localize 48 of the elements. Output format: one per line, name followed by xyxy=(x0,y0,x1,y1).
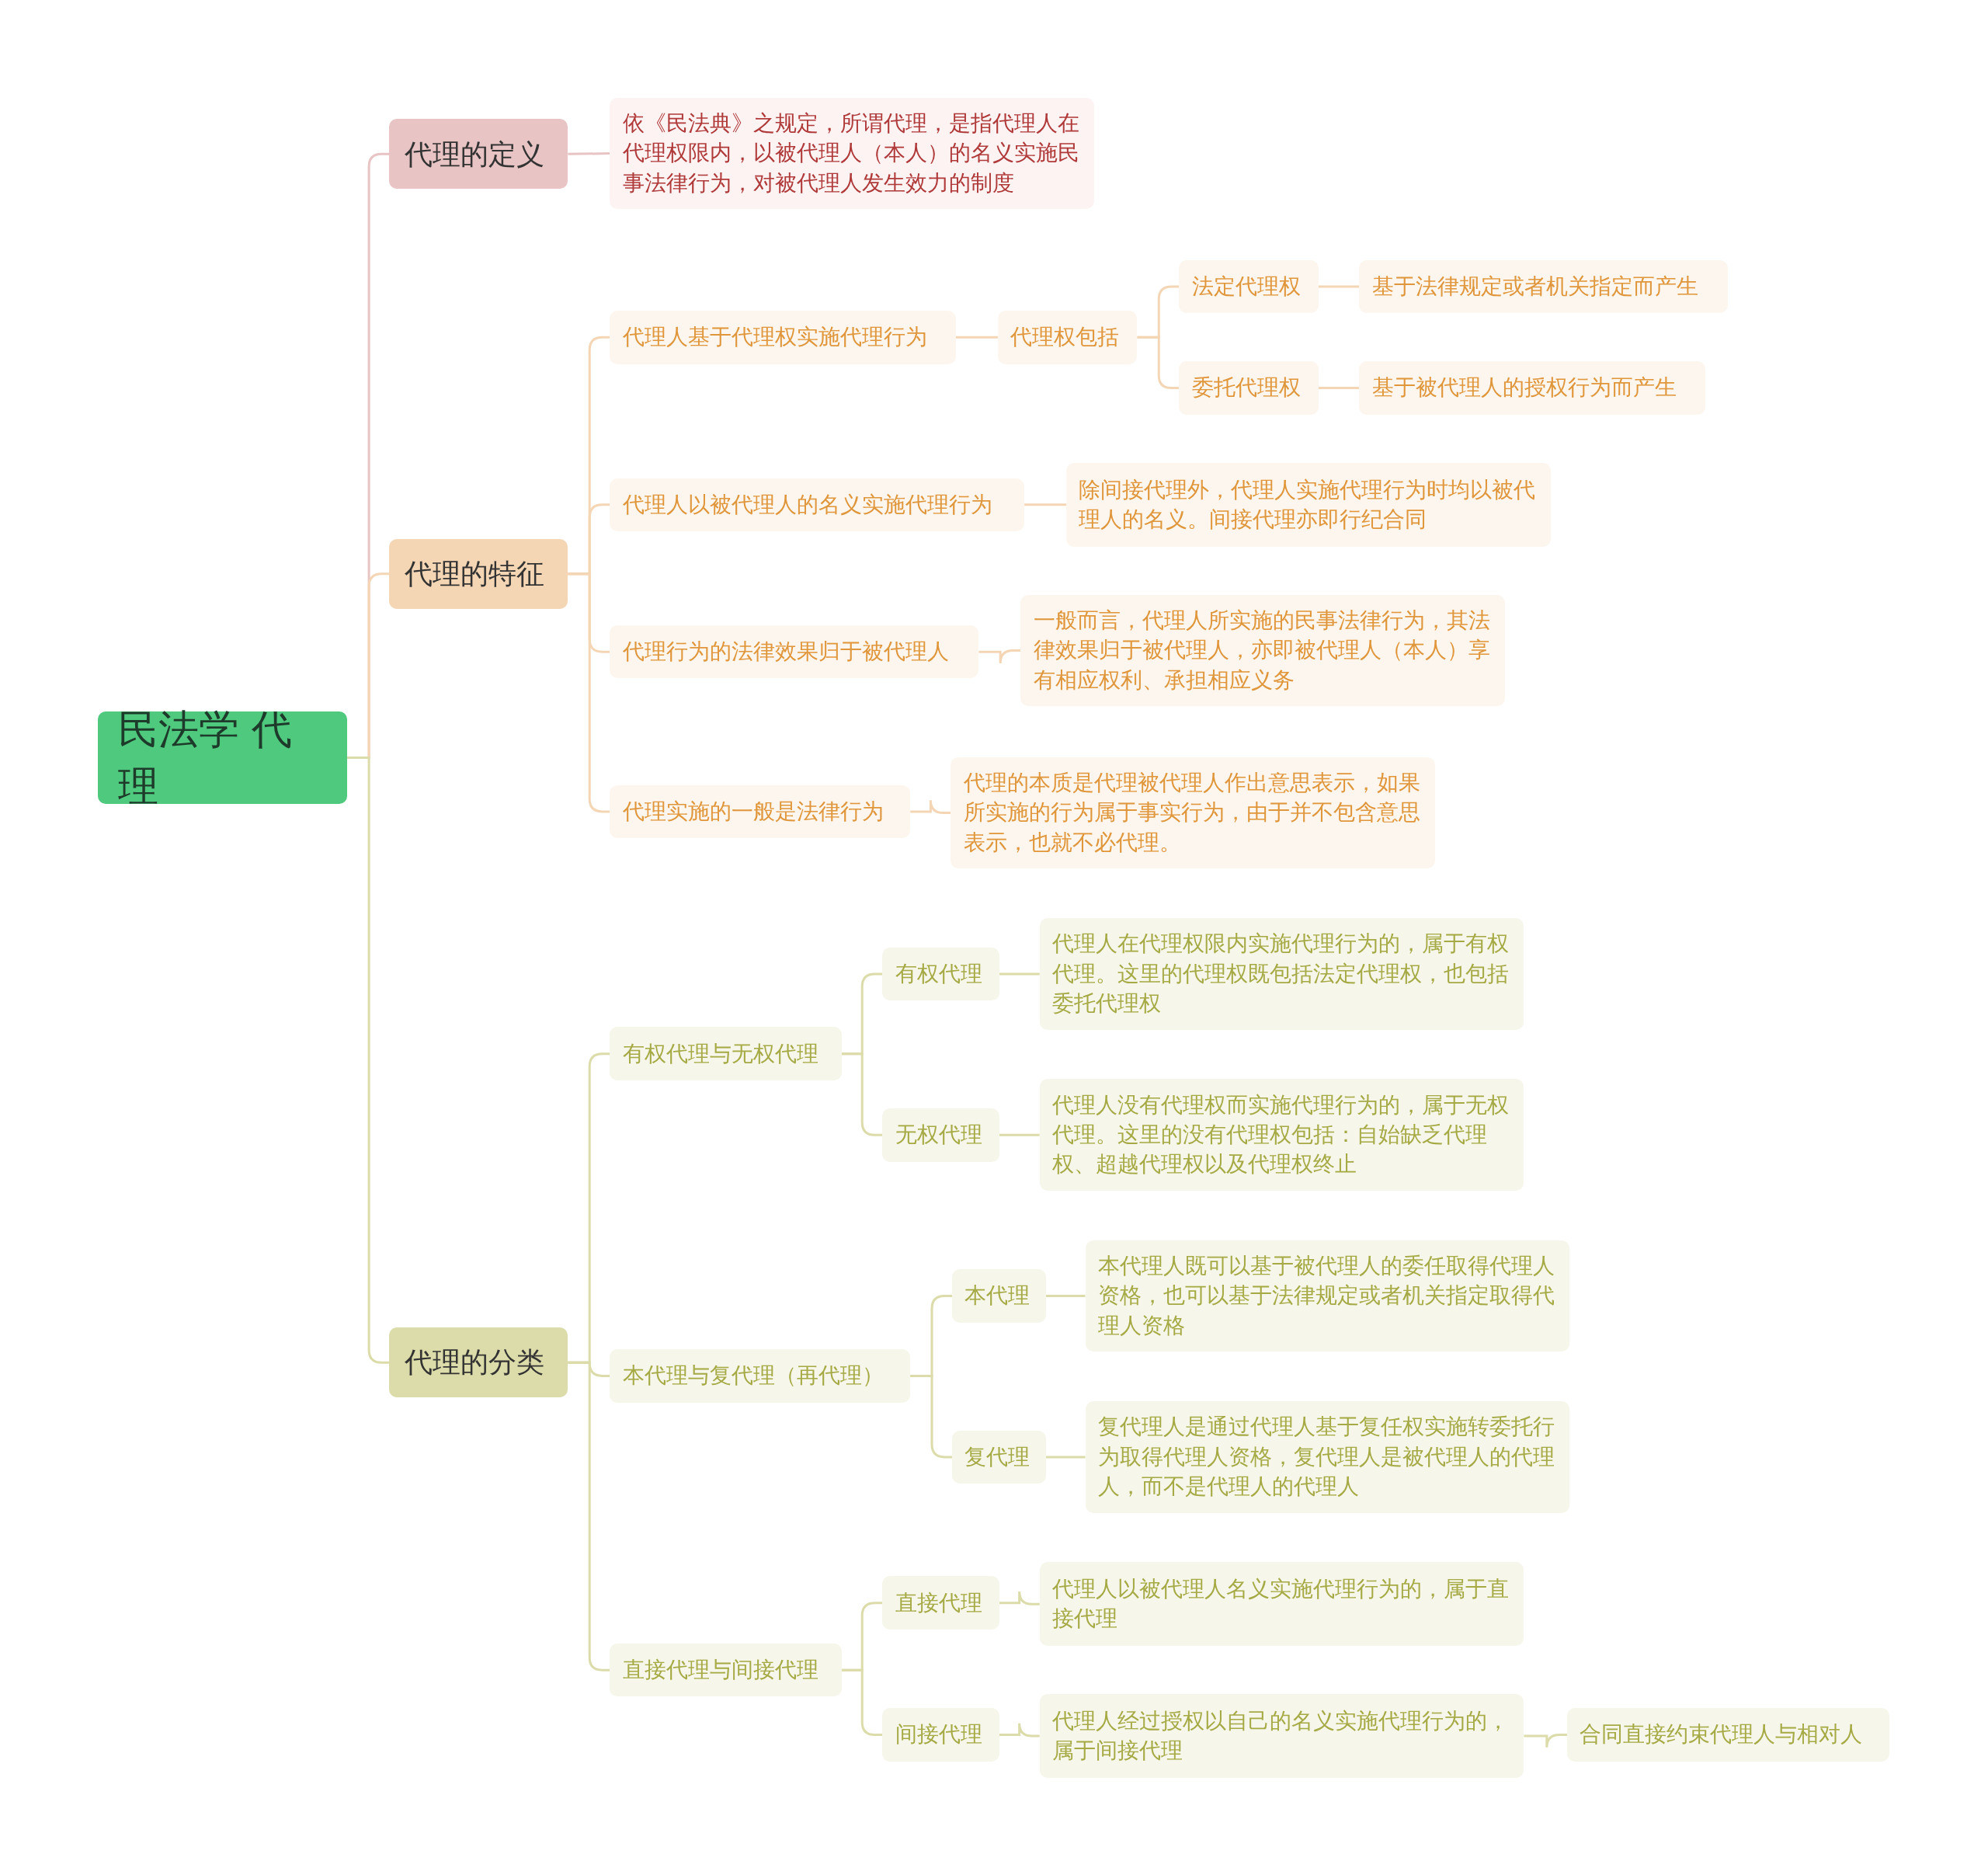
subtopic-box: 代理人基于代理权实施代理行为 xyxy=(610,311,956,364)
topic-box: 代理的分类 xyxy=(389,1327,568,1398)
subtopic-box: 委托代理权 xyxy=(1179,361,1319,415)
connector-line xyxy=(568,152,610,155)
connector-line xyxy=(1318,285,1360,288)
subtopic-box: 复代理人是通过代理人基于复任权实施转委托行为取得代理人资格，复代理人是被代理人的代理人，而不是代理人的代理人 xyxy=(1085,1401,1570,1513)
subtopic-box: 直接代理 xyxy=(882,1576,999,1630)
root-topic-box: 民法学 代理 xyxy=(97,711,348,805)
topic-box: 代理的定义 xyxy=(389,119,568,190)
subtopic-box: 无权代理 xyxy=(882,1108,999,1162)
subtopic-box: 代理人没有代理权而实施代理行为的，属于无权代理。这里的没有代理权包括：自始缺乏代理权、超越代理权以及代理权终止 xyxy=(1039,1079,1524,1191)
subtopic-box: 代理人以被代理人的名义实施代理行为 xyxy=(610,478,1025,532)
subtopic-box: 代理人经过授权以自己的名义实施代理行为的，属于间接代理 xyxy=(1039,1694,1524,1778)
subtopic-box: 基于法律规定或者机关指定而产生 xyxy=(1359,259,1729,314)
subtopic-box: 代理的本质是代理被代理人作出意思表示，如果所实施的行为属于事实行为，由于并不包含意思表示，也就不必代理。 xyxy=(951,757,1436,869)
connector-line xyxy=(568,572,610,813)
subtopic-box: 间接代理 xyxy=(882,1708,999,1762)
subtopic-box: 本代理与复代理（再代理） xyxy=(610,1349,911,1403)
connector-line xyxy=(999,1133,1040,1136)
subtopic-box: 合同直接约束代理人与相对人 xyxy=(1566,1708,1889,1762)
connector-line xyxy=(978,649,1021,665)
connector-line xyxy=(1045,1295,1086,1298)
connector-line xyxy=(910,798,951,815)
connector-line xyxy=(999,1590,1040,1605)
connector-line xyxy=(999,972,1040,976)
subtopic-box: 一般而言，代理人所实施的民事法律行为，其法律效果归于被代理人，亦即被代理人（本人）享有相应权利、承担相应义务 xyxy=(1020,594,1505,707)
connector-line xyxy=(1024,503,1067,506)
subtopic-box: 法定代理权 xyxy=(1179,259,1319,314)
topic-box: 代理的特征 xyxy=(389,538,568,609)
subtopic-box: 复代理 xyxy=(952,1430,1046,1484)
subtopic-box: 基于被代理人的授权行为而产生 xyxy=(1359,361,1705,415)
subtopic-box: 直接代理与间接代理 xyxy=(610,1643,843,1697)
subtopic-box: 本代理 xyxy=(952,1269,1046,1323)
subtopic-box: 代理行为的法律效果归于被代理人 xyxy=(610,624,979,679)
subtopic-box: 代理人以被代理人名义实施代理行为的，属于直接代理 xyxy=(1039,1562,1524,1647)
connector-line xyxy=(999,1722,1040,1738)
connector-line xyxy=(1045,1456,1086,1459)
subtopic-box: 本代理人既可以基于被代理人的委任取得代理人资格，也可以基于法律规定或者机关指定取得代理人资格 xyxy=(1085,1240,1570,1352)
connector-line xyxy=(1318,387,1360,390)
subtopic-box: 代理人在代理权限内实施代理行为的，属于有权代理。这里的代理权既包括法定代理权，也包括委托代理权 xyxy=(1039,918,1524,1030)
connector-line xyxy=(956,336,998,339)
connector-line xyxy=(1524,1733,1567,1749)
subtopic-box: 代理权包括 xyxy=(997,311,1138,364)
subtopic-box: 依《民法典》之规定，所谓代理，是指代理人在代理权限内，以被代理人（本人）的名义实施民事法律行为，对被代理人发生效力的制度 xyxy=(610,97,1094,210)
subtopic-box: 代理实施的一般是法律行为 xyxy=(610,784,911,839)
subtopic-box: 除间接代理外，代理人实施代理行为时均以被代理人的名义。间接代理亦即行纪合同 xyxy=(1066,462,1551,547)
subtopic-box: 有权代理 xyxy=(882,947,999,1001)
subtopic-box: 有权代理与无权代理 xyxy=(610,1027,843,1080)
